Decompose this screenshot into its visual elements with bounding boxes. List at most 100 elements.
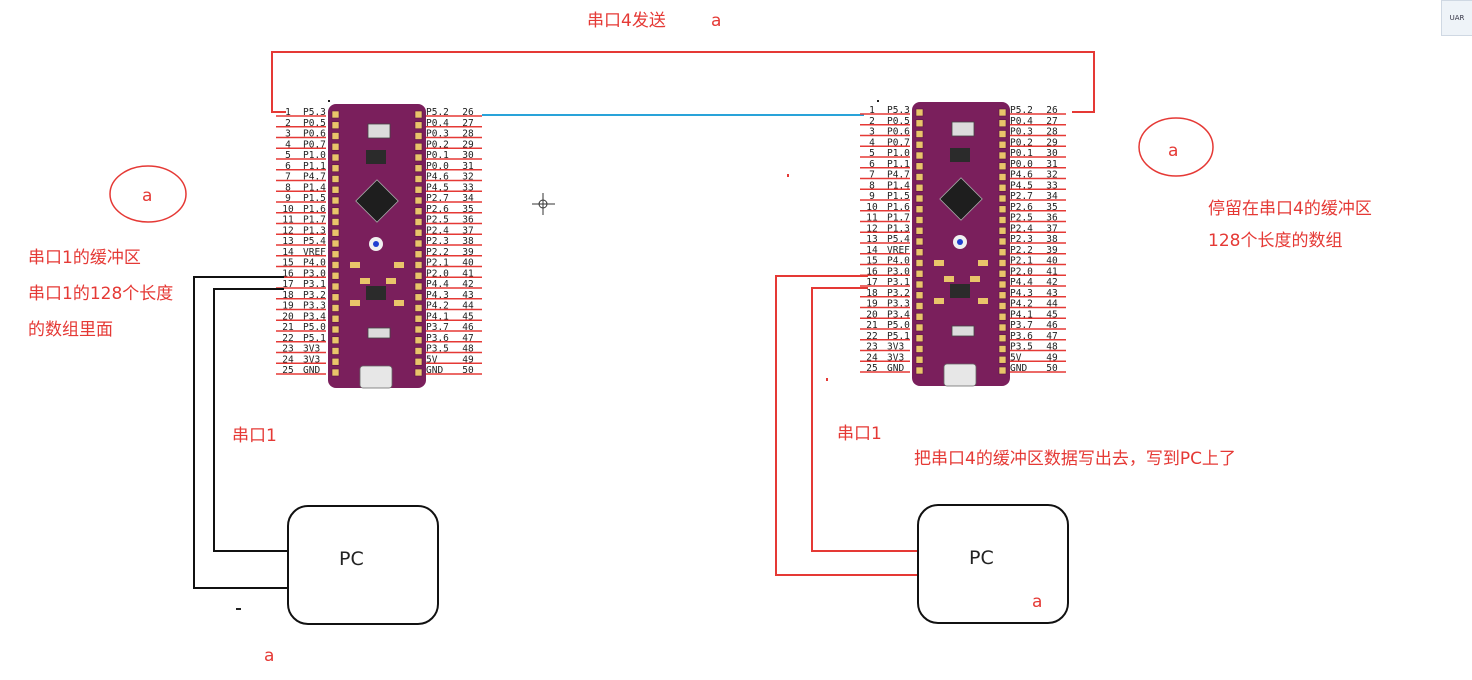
pin-number-right: 27 [462,118,473,129]
pin-label-right: P4.6 [426,172,449,183]
pin-number-right: 32 [462,172,473,183]
pin-number-left: 14 [866,245,878,256]
pin-label-right: GND [1010,363,1027,374]
pin-number-right: 48 [1046,342,1058,353]
header-pad [915,237,924,246]
pin-label-right: P0.1 [1010,148,1033,159]
header-pad [331,347,340,355]
header-pad [915,183,924,192]
header-pad [915,302,924,310]
pin-label-right: P0.0 [426,161,449,172]
header-pad [331,207,340,216]
pin-number-left: 18 [282,290,294,301]
pin-label-left: P3.3 [887,299,910,310]
pin-number-right: 45 [1046,309,1057,320]
header-pad [414,347,423,355]
header-pad [331,239,340,248]
pin-label-left: P4.7 [887,170,910,181]
pin-label-left: P3.0 [887,266,910,277]
pin-label-right: P2.2 [426,247,449,258]
pin-label-left: P5.0 [303,322,326,333]
smd-component [394,300,404,306]
uart4-link-wire [271,51,1095,113]
pin-number-right: 37 [1046,223,1057,234]
header-pad [414,250,423,259]
pin-label-left: P0.6 [887,127,910,138]
pin-label-left: 3V3 [887,342,904,353]
left-pc-box [287,505,439,625]
header-pad [331,368,340,377]
right-pc-box [917,504,1069,624]
header-pad [414,293,423,302]
blue-led [957,239,963,245]
pin-label-left: P0.7 [887,137,910,148]
pin-number-left: 4 [869,137,875,148]
pin-label-left: P0.6 [303,129,326,140]
pin-label-left: VREF [887,245,910,256]
usb-c-connector [943,363,977,387]
pin-label-right: P0.1 [426,150,449,161]
header-pad [331,196,340,205]
header-pad [915,173,924,181]
pin-number-right: 44 [462,301,474,312]
pin-number-right: 39 [462,247,474,258]
header-pad [414,282,423,291]
header-pad [998,119,1007,128]
smd-component [360,278,370,284]
smd-component [944,276,954,282]
header-pad [998,355,1007,364]
header-pad [414,271,423,280]
pin-label-left: P1.6 [303,204,326,215]
stray-dot-4 [877,100,879,102]
right-uart1-wire-a [775,275,920,576]
pin-label-left: P1.0 [303,150,326,161]
pin-number-right: 26 [1046,105,1058,116]
usb-chip [950,284,970,298]
pin-number-right: 41 [462,268,474,279]
pin-number-left: 15 [866,256,877,267]
pin-label-left: P5.4 [887,234,910,245]
pin-label-right: P2.4 [1010,223,1033,234]
pin-label-left: GND [303,365,320,376]
header-pad [414,153,423,162]
pin-label-right: P4.1 [426,311,449,322]
pin-number-right: 47 [462,333,473,344]
header-pad [414,314,423,323]
right-circle-a: a [1168,141,1179,161]
pin-number-left: 6 [869,159,875,170]
right-pc-label: PC [969,547,994,569]
header-pad [998,248,1007,257]
pin-number-right: 38 [462,236,474,247]
blue-led [373,241,379,247]
pin-number-left: 2 [869,116,875,127]
pin-number-right: 38 [1046,234,1058,245]
pin-label-left: P1.3 [303,225,326,236]
pin-label-left: P1.4 [887,180,910,191]
header-pad [331,175,340,183]
pin-number-left: 19 [866,299,878,310]
pin-label-right: P2.0 [1010,266,1033,277]
corner-window-tab[interactable]: UAR [1441,0,1472,36]
header-pad [331,261,340,269]
header-pad [331,293,340,302]
pin-number-left: 13 [866,234,877,245]
pin-number-right: 33 [462,182,473,193]
pin-number-right: 40 [1046,256,1058,267]
header-pad [998,205,1007,214]
pin-number-left: 16 [866,266,878,277]
header-pad [998,151,1007,160]
pin-number-right: 36 [1046,213,1058,224]
header-pad [998,334,1007,343]
header-pad [331,357,340,366]
pin-label-right: GND [426,365,443,376]
pin-label-left: P3.3 [303,301,326,312]
pin-label-right: 5V [426,354,438,365]
pin-label-left: P1.3 [887,223,910,234]
header-pad [331,110,340,119]
header-pad [414,218,423,226]
pin-number-left: 10 [282,204,294,215]
pin-label-right: P2.3 [1010,234,1033,245]
pin-number-left: 21 [282,322,294,333]
